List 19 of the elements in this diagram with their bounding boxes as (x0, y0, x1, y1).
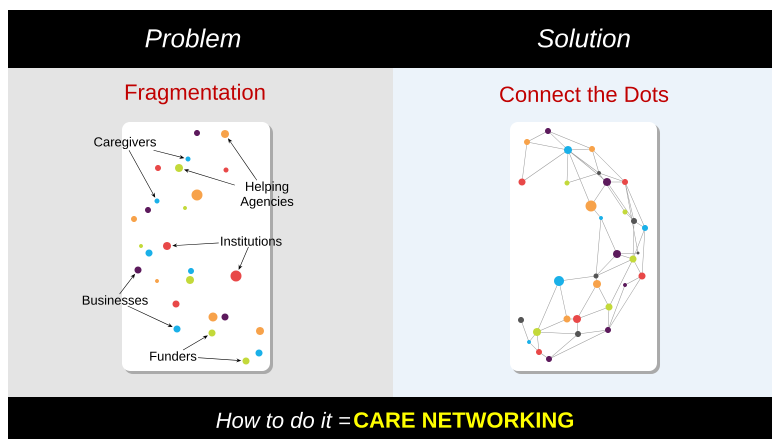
dot (175, 164, 183, 172)
part-label: Caregivers (94, 136, 156, 150)
panel-heading: Solution (538, 28, 630, 48)
dot (230, 270, 242, 282)
dot (208, 330, 216, 336)
dot (134, 266, 142, 274)
subheading: Connect the Dots (500, 86, 668, 102)
part-label: Helping Agencies (240, 181, 294, 209)
panel-heading: Problem (145, 28, 240, 48)
dot (174, 326, 180, 332)
dot (163, 242, 171, 250)
subheading: Fragmentation (126, 84, 264, 104)
part-label: Businesses (82, 295, 148, 305)
part-label: Funders (150, 351, 196, 361)
part-label: Institutions (221, 236, 282, 246)
dot (221, 130, 229, 138)
footer-text: How to do it = (216, 412, 350, 428)
dot (242, 358, 250, 364)
footer-text: CARE NETWORKING (354, 412, 574, 428)
